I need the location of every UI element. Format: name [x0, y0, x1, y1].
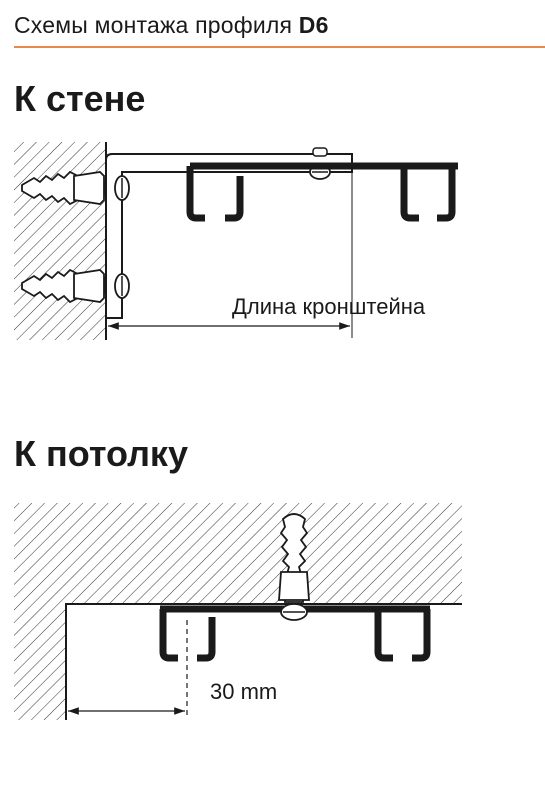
header-bar: Схемы монтажа профиля D6 [14, 8, 545, 48]
ceiling-diagram: 30 mm [14, 503, 462, 720]
wall-dowel-lower [21, 268, 130, 304]
section-title-ceiling: К потолку [14, 433, 188, 474]
bracket-length-dimension: Длина кронштейна [108, 172, 426, 338]
ceiling-hatch [14, 503, 462, 720]
page-title-text: Схемы монтажа профиля [14, 12, 293, 38]
ceiling-dowel [278, 513, 310, 621]
page-title: Схемы монтажа профиля D6 [14, 12, 329, 39]
wall-diagram: Длина кронштейна [14, 142, 458, 340]
offset-dimension: 30 mm [68, 620, 277, 718]
model-name: D6 [298, 12, 329, 38]
section-title-wall: К стене [14, 78, 146, 119]
bracket-length-label: Длина кронштейна [232, 294, 426, 319]
profile-d6-wall [186, 162, 458, 222]
ceiling-surface-line [65, 603, 462, 720]
wall-dowel-upper [21, 170, 130, 206]
wall-hatch [14, 142, 106, 340]
offset-label: 30 mm [210, 679, 277, 704]
